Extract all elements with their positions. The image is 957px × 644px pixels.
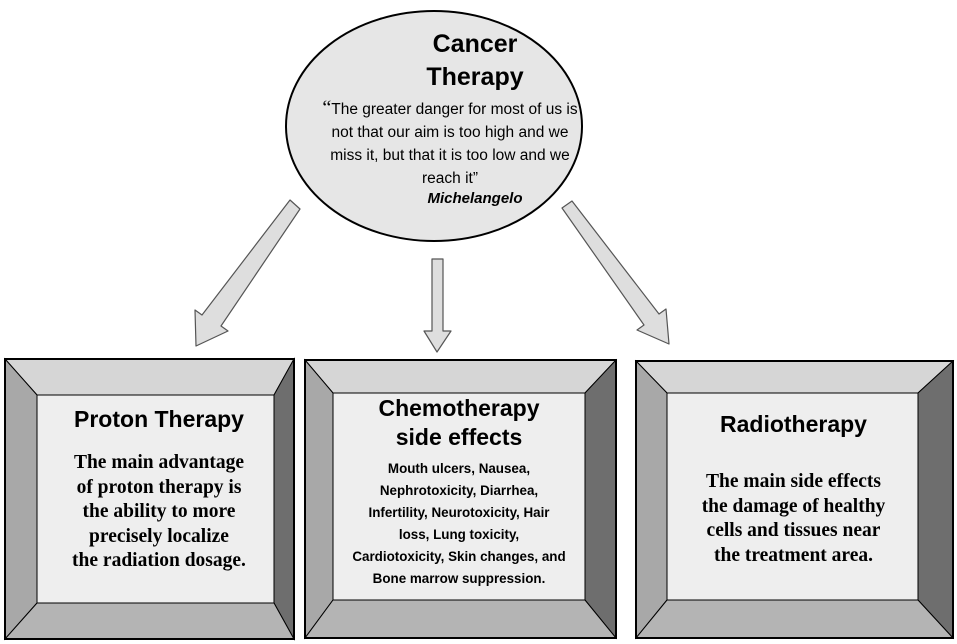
proton-line-4: precisely localize	[89, 525, 229, 547]
chemotherapy-title: Chemotherapy side effects	[340, 394, 578, 452]
chemo-line-1: Mouth ulcers, Nausea,	[387, 461, 531, 476]
quote-author: Michelangelo	[427, 190, 523, 207]
quote-line-3: miss it, but that it is too low and we	[330, 147, 570, 164]
cancer-therapy-ellipse	[285, 10, 583, 242]
proton-therapy-title: Proton Therapy	[74, 406, 244, 432]
chemo-line-5: Cardiotoxicity, Skin changes, and	[352, 549, 566, 564]
chemotherapy-box	[303, 358, 618, 640]
quote-line-1: “The greater danger for most of us is	[300, 97, 600, 121]
proton-line-3: the ability to more	[82, 501, 236, 522]
chemo-line-3: Infertility, Neurotoxicity, Hair	[368, 505, 550, 520]
radio-line-1: The main side effects	[706, 471, 881, 492]
chemo-line-2: Nephrotoxicity, Diarrhea,	[379, 483, 539, 498]
proton-line-1: The main advantage	[73, 452, 245, 473]
proton-therapy-text: The main advantage of proton therapy is …	[40, 451, 278, 574]
proton-line-5: the radiation dosage.	[72, 550, 246, 571]
proton-therapy-box	[3, 357, 295, 641]
quote-line-4: reach it”	[422, 170, 478, 187]
quote-open-mark: “	[322, 97, 332, 119]
chemotherapy-title-line-1: Chemotherapy	[378, 395, 540, 421]
chemotherapy-title-line-2: side effects	[395, 424, 523, 450]
radiotherapy-box	[634, 359, 955, 640]
quote-line-2: not that our aim is too high and we	[331, 124, 569, 141]
arrow-to-proton	[194, 199, 301, 347]
center-quote: “The greater danger for most of us is no…	[300, 97, 600, 190]
chemo-line-6: Bone marrow suppression.	[372, 571, 546, 586]
center-title-line-2: Therapy	[426, 63, 524, 91]
radio-line-2: the damage of healthy	[701, 495, 886, 517]
quote-line-1-text: The greater danger for most of us is	[331, 101, 578, 118]
radiotherapy-text: The main side effects the damage of heal…	[670, 470, 917, 568]
radiotherapy-title: Radiotherapy	[720, 411, 867, 437]
arrow-to-chemo	[423, 258, 452, 353]
chemo-line-4: loss, Lung toxicity,	[398, 527, 520, 542]
proton-line-2: of proton therapy is	[76, 476, 242, 498]
center-title-line-1: Cancer	[432, 30, 518, 58]
center-title: Cancer Therapy	[355, 28, 595, 94]
radio-line-4: the treatment area.	[713, 544, 873, 566]
chemotherapy-text: Mouth ulcers, Nausea, Nephrotoxicity, Di…	[337, 458, 581, 590]
arrow-to-radio	[561, 200, 670, 345]
radio-line-3: cells and tissues near	[706, 520, 881, 541]
